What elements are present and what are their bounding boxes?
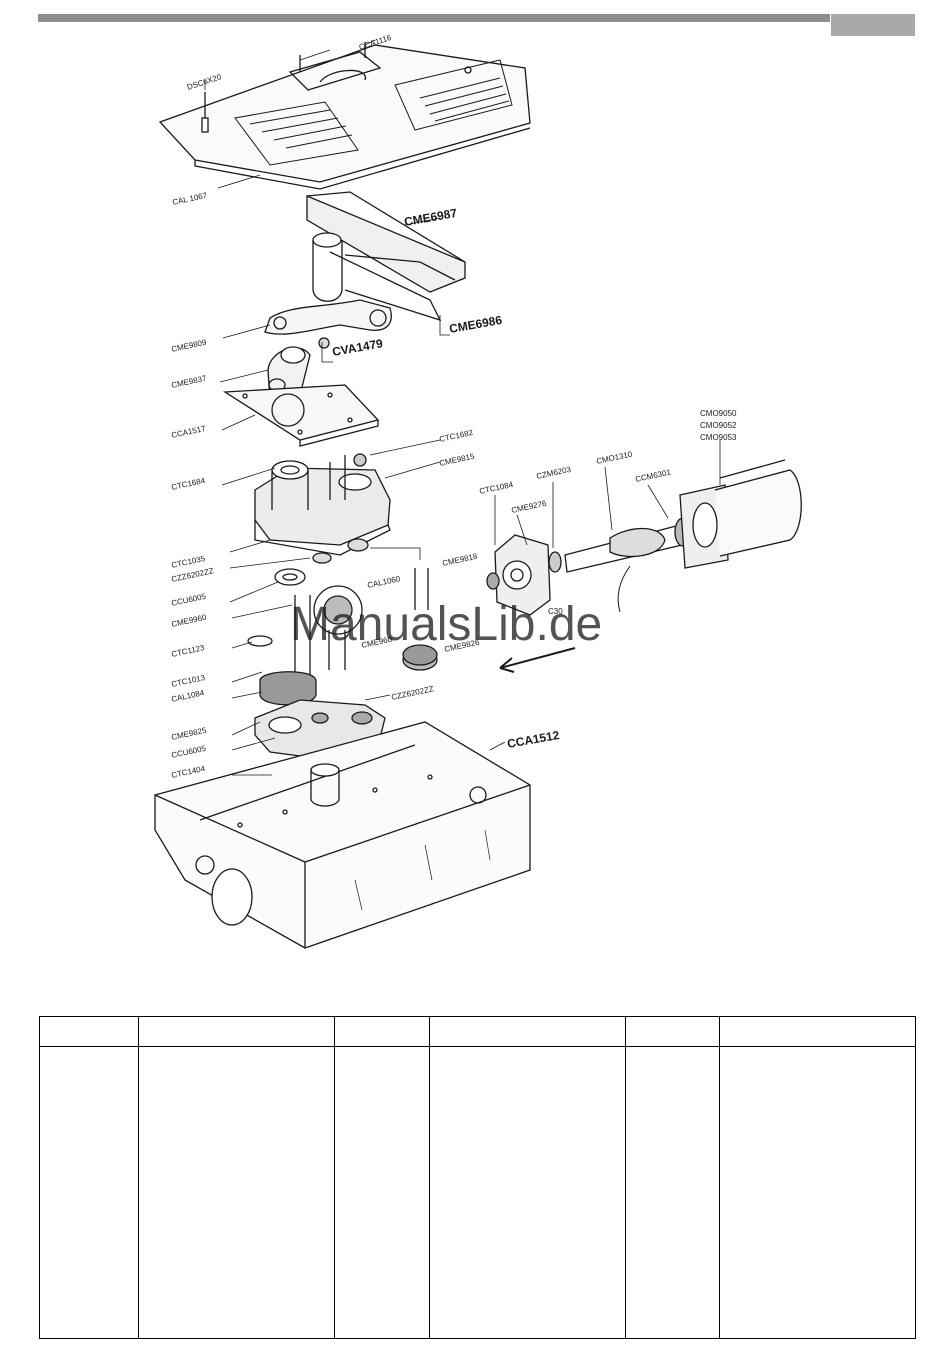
header-rule: [38, 14, 830, 22]
label-cmo1310: CMO1310: [596, 449, 634, 465]
header-cell-1: [39, 1016, 139, 1047]
header-cell-2: [138, 1016, 335, 1047]
label-cca1517: CCA1517: [171, 424, 207, 440]
label-cme9276: CME9276: [511, 499, 548, 515]
label-cmo9052: CMO9052: [700, 421, 737, 430]
mounting-plate: [222, 384, 380, 447]
header-cell-3: [334, 1016, 430, 1047]
label-ctc1684-left: CTC1684: [171, 476, 207, 492]
label-cme6986: CME6986: [448, 313, 503, 336]
label-cmo9053: CMO9053: [700, 433, 737, 442]
table-header-row: [39, 1016, 916, 1047]
label-ctc1404: CTC1404: [171, 764, 207, 780]
header-cell-4: [429, 1016, 626, 1047]
label-cme9815: CME9815: [439, 452, 476, 468]
table-cell: [719, 1046, 916, 1339]
label-ccm6301: CCM6301: [635, 468, 673, 484]
table-cell: [39, 1046, 139, 1339]
label-dsc6x20: DSC6X20: [186, 72, 223, 92]
table-cell: [138, 1046, 335, 1339]
label-cal1084: CAL1084: [171, 688, 206, 704]
table-row: [39, 1046, 916, 1339]
label-czm6203: CZM6203: [536, 465, 573, 481]
watermark: ManualsLib.de: [290, 598, 602, 651]
label-ctc1035: CTC1035: [171, 554, 207, 570]
label-cme6987: CME6987: [403, 206, 458, 229]
label-cal1060: CAL1060: [367, 574, 402, 590]
label-ccu6005-upper: CCU6005: [171, 592, 208, 608]
label-cme9818: CME9818: [442, 552, 479, 568]
label-cme9960: CME9960: [171, 613, 208, 629]
upper-gearbox-housing: [254, 453, 391, 556]
worm-shaft-assembly: [486, 459, 802, 616]
base-housing: [154, 721, 531, 949]
label-cmo9050: CMO9050: [700, 409, 737, 418]
label-cme9825: CME9825: [171, 726, 208, 742]
label-ctc1682: CTC1682: [439, 428, 475, 444]
label-ccu6005-lower: CCU6005: [171, 744, 208, 760]
upper-bracket-assembly: [264, 191, 466, 349]
page-number-tab: [831, 14, 915, 36]
label-ctc1123: CTC1123: [171, 643, 206, 659]
label-c30: C30: [548, 607, 563, 616]
crank-lever: [267, 346, 311, 401]
label-cme9809: CME9809: [171, 338, 208, 354]
label-cva1479: CVA1479: [331, 336, 384, 359]
table-cell: [625, 1046, 720, 1339]
label-ctc1013: CTC1013: [171, 673, 207, 689]
header-cell-6: [719, 1016, 916, 1047]
label-ctc1084: CTC1084: [479, 480, 515, 496]
label-cal1067: CAL 1067: [172, 191, 209, 207]
parts-table: [39, 1016, 916, 1339]
middle-gear-train: [247, 538, 438, 706]
label-czz6202zz-lower: CZZ6202ZZ: [391, 684, 435, 702]
label-cca1512: CCA1512: [506, 728, 561, 751]
exploded-parts-diagram: DSC6X20 CCA1116 CAL 1067 CME6987 CME6986…: [154, 33, 802, 949]
header-cell-5: [625, 1016, 720, 1047]
leader-lines: [204, 39, 721, 776]
table-cell: [429, 1046, 626, 1339]
cover-plate: [158, 42, 531, 190]
direction-arrow: [499, 647, 576, 673]
table-cell: [334, 1046, 430, 1339]
label-cme9837: CME9837: [171, 374, 208, 390]
